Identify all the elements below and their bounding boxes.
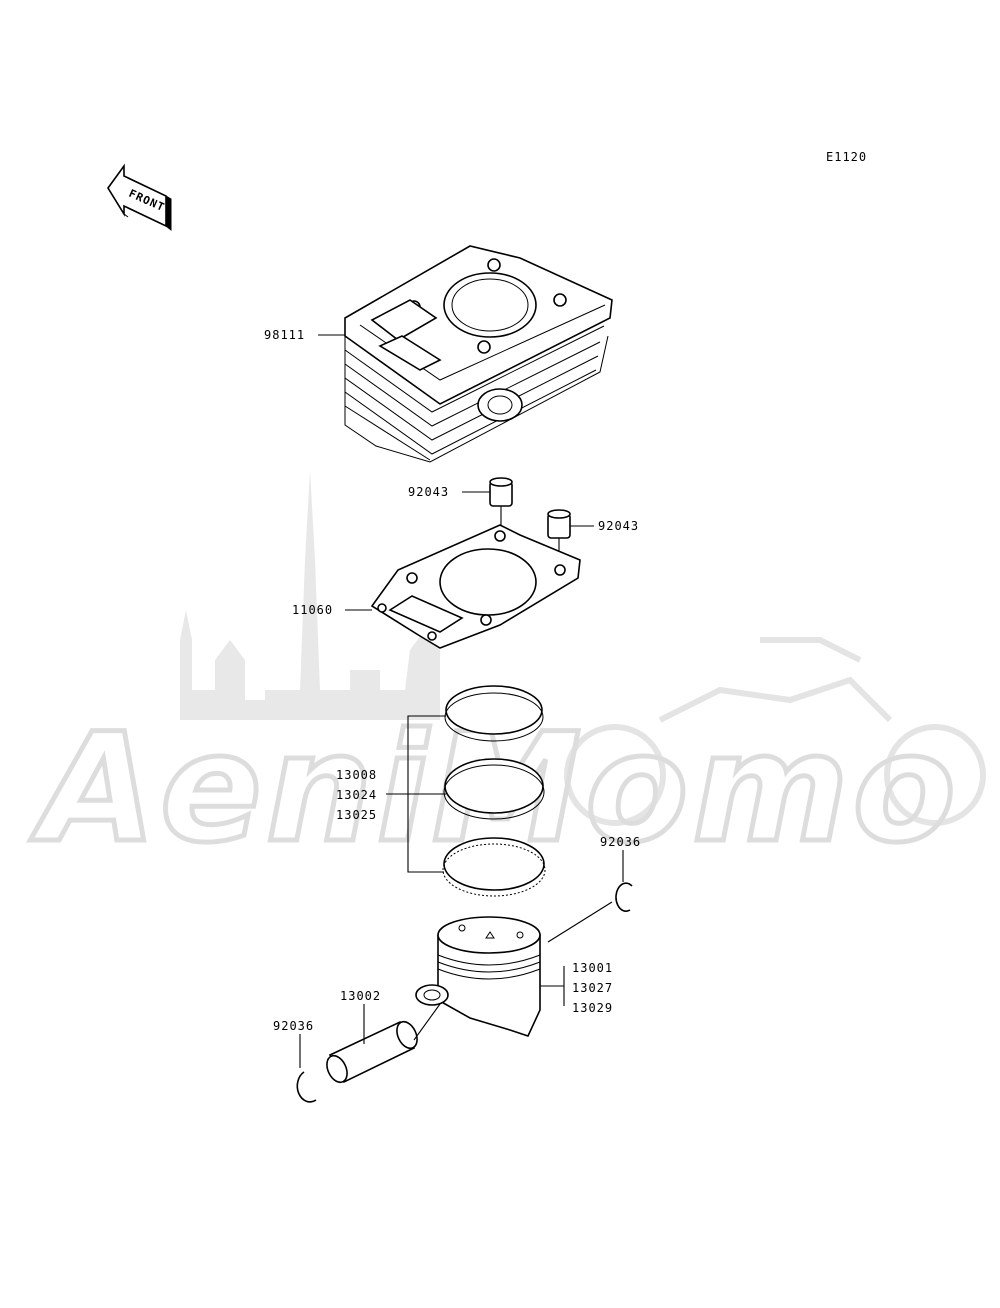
label-pin: 13002 [340,989,381,1003]
circlip-right [615,882,633,912]
leader-rings [386,715,446,873]
label-gasket: 11060 [292,603,333,617]
label-piston-1: 13001 [572,961,613,975]
piston-rings-drawing [442,685,546,897]
label-ring-3: 13025 [336,808,377,822]
label-circlip-left: 92036 [273,1019,314,1033]
circlip-left [296,1071,317,1103]
label-dowel-left: 92043 [408,485,449,499]
front-arrow-icon: FRONT [107,163,172,232]
cylinder-drawing [344,245,613,463]
label-ring-1: 13008 [336,768,377,782]
label-piston-3: 13029 [572,1001,613,1015]
leader-circlip-to-piston [547,901,613,943]
dowel-pin-right [547,509,571,566]
gasket-drawing [370,524,581,649]
label-ring-2: 13024 [336,788,377,802]
leader-pin-to-piston [413,1003,441,1041]
label-circlip-right: 92036 [600,835,641,849]
piston-pin-drawing [326,1020,418,1084]
leader-piston [540,966,565,1006]
piston-drawing [415,916,541,1037]
label-dowel-right: 92043 [598,519,639,533]
label-cylinder: 98111 [264,328,305,342]
diagram-code: E1120 [826,150,867,164]
label-piston-2: 13027 [572,981,613,995]
